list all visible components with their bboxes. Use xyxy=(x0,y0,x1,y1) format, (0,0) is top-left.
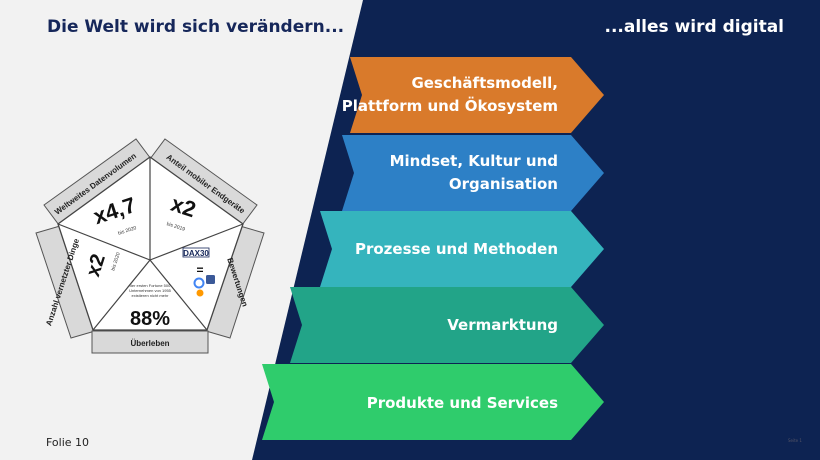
arrow-band-3 xyxy=(320,211,604,287)
dax-logo: DAX30 xyxy=(183,249,209,258)
arrow-band-2 xyxy=(342,135,604,211)
value-ueberleben: 88% xyxy=(130,308,170,330)
title-left: Die Welt wird sich verändern... xyxy=(47,17,345,37)
note-vernetzt: bis 2020 xyxy=(110,252,122,272)
arrow-band-1 xyxy=(350,57,604,133)
divider xyxy=(92,259,151,331)
title-right: ...alles wird digital xyxy=(604,17,785,37)
amazon-icon xyxy=(196,289,204,297)
label-ueberleben: Überleben xyxy=(130,339,169,348)
arrow-band-4 xyxy=(290,287,604,363)
note-mobile: bis 2019 xyxy=(166,221,186,233)
divider xyxy=(149,223,244,261)
equals-sign: = xyxy=(196,263,203,277)
arrow-band-5 xyxy=(262,364,604,440)
arrow-label-3: Prozesse und Methoden xyxy=(354,240,558,258)
slide-number: Folie 10 xyxy=(46,436,90,449)
tab-ueberleben xyxy=(91,330,209,354)
arrow-label-4: Vermarktung xyxy=(447,316,558,334)
arrow-label-2: Mindset, Kultur und Organisation xyxy=(389,152,558,193)
note-datenvolumen: bis 2020 xyxy=(117,225,137,237)
facebook-icon xyxy=(206,275,215,284)
google-icon xyxy=(193,277,205,289)
note-ueberleben-wrap: der ersten Fortune 500 Unternehmen von 1… xyxy=(129,283,171,298)
page-mark: Seite 1 xyxy=(788,438,802,443)
divider xyxy=(57,223,151,261)
arrow-label-5: Produkte und Services xyxy=(366,394,558,412)
note-ueberleben: der ersten Fortune 500 Unternehmen von 1… xyxy=(129,283,171,298)
divider xyxy=(149,259,208,331)
arrow-label-1: Geschäftsmodell, Plattform und Ökosystem xyxy=(341,74,558,115)
dax-logo-frame xyxy=(182,247,210,258)
